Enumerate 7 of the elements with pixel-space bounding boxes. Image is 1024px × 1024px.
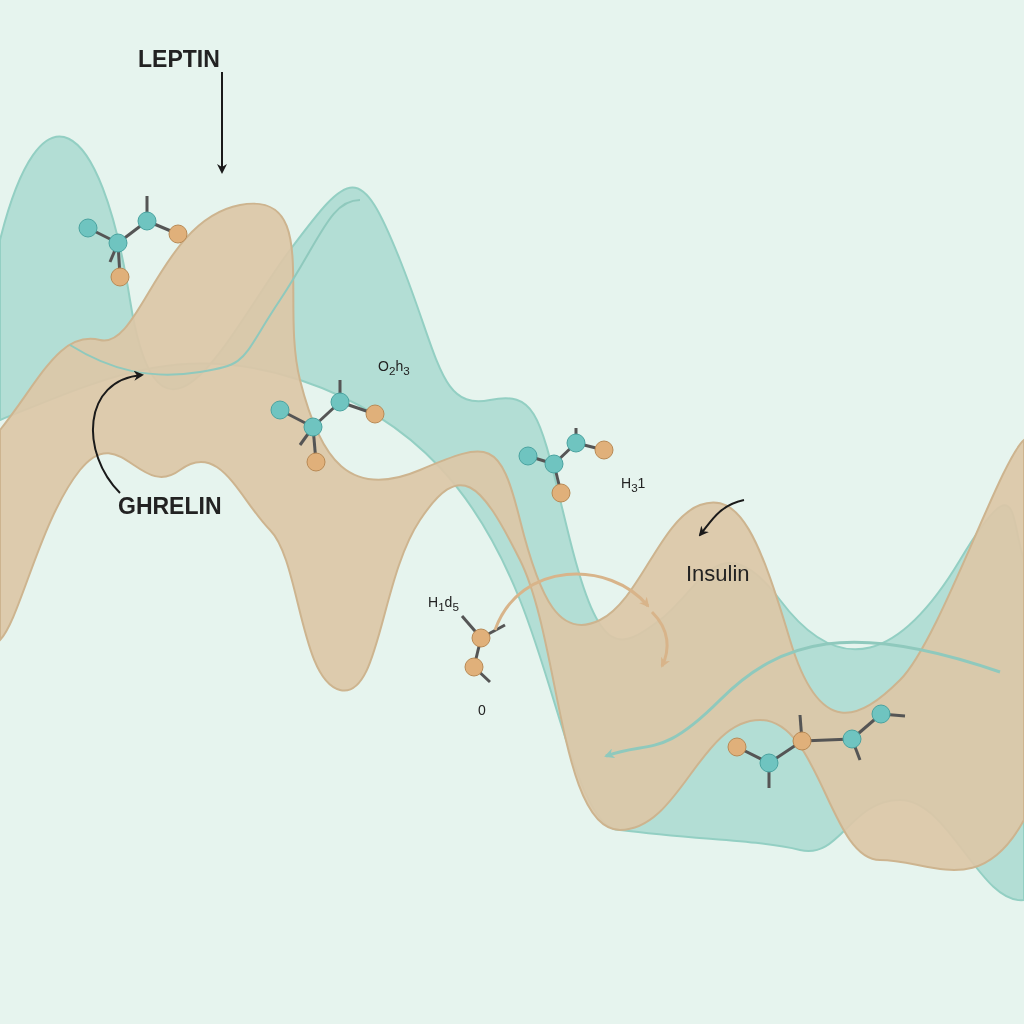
formula-label: H$_{3}$1 — [621, 475, 646, 494]
formula-label: H$_{1}$d$_{5}$ — [428, 594, 459, 613]
hormone-label: Insulin — [686, 561, 750, 587]
formula-label: 0 — [478, 702, 486, 718]
hormone-label: LEPTIN — [138, 46, 220, 72]
formula-label: O$_{2}$h$_{3}$ — [378, 358, 410, 377]
hormone-label: GHRELIN — [118, 493, 222, 519]
